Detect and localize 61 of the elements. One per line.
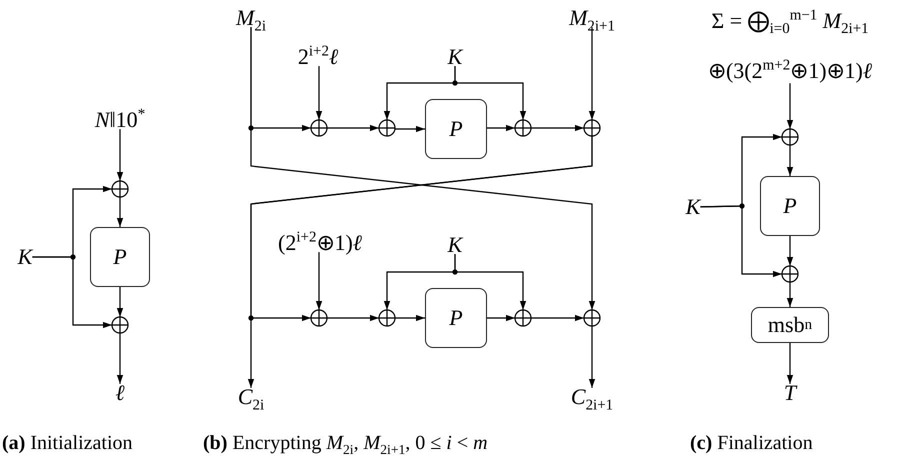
- variable-label: K: [448, 44, 462, 70]
- arrow: [588, 27, 596, 120]
- arrow: [531, 124, 584, 132]
- arrow: [786, 145, 794, 176]
- arrow: [250, 27, 596, 310]
- arrow: [316, 252, 322, 310]
- variable-label: ℓ: [115, 380, 125, 406]
- xor-symbol: [583, 119, 601, 137]
- formula-text: Σ = ⨁$_{i=0}$$^{m−1}$ M$_{2i+1}$: [710, 8, 870, 33]
- arrow: [316, 66, 322, 120]
- permutation-box: P: [760, 176, 820, 236]
- variable-label: K: [686, 194, 700, 220]
- variable-label: K: [18, 244, 32, 270]
- arrow: [454, 254, 526, 310]
- xor-symbol: [111, 316, 129, 334]
- permutation-box: P: [425, 99, 487, 159]
- panel-caption: (a) Initialization: [2, 432, 133, 455]
- arrow: [588, 326, 596, 388]
- variable-label: T: [784, 380, 796, 406]
- xor-symbol: [514, 119, 532, 137]
- panel-caption: (b) Encrypting M$_{2i}$, M$_{2i+1}$, 0 ≤ i < m: [203, 432, 488, 455]
- arrow: [116, 129, 124, 181]
- arrow: [786, 83, 794, 129]
- arrow: [487, 314, 515, 322]
- variable-label: (2$^{i+2}$⊕1)ℓ: [278, 230, 362, 256]
- permutation-box: P: [90, 227, 150, 287]
- arrow: [248, 136, 593, 388]
- variable-label: C$_{2i+1}$: [570, 384, 614, 410]
- variable-label: 2$^{i+2}$ℓ: [298, 44, 338, 70]
- permutation-box: P: [425, 288, 487, 348]
- panel-caption: (c) Finalization: [690, 432, 813, 455]
- arrow: [786, 236, 794, 266]
- variable-label: N‖10$^{*}$: [94, 108, 146, 132]
- arrow: [327, 124, 379, 132]
- xor-symbol: [310, 309, 328, 327]
- arrow: [487, 124, 515, 132]
- xor-symbol: [781, 265, 799, 283]
- arrow: [32, 256, 112, 328]
- xor-symbol: [111, 180, 129, 198]
- arrow: [786, 282, 794, 307]
- arrow: [116, 197, 124, 227]
- variable-label: M$_{2i+1}$: [569, 6, 615, 30]
- variable-label: C$_{2i}$: [238, 384, 264, 410]
- arrow: [395, 126, 425, 132]
- formula-text: ⊕(3(2$^{m+2}$⊕1)⊕1)ℓ: [708, 59, 872, 84]
- arrow: [531, 314, 584, 322]
- arrow: [395, 314, 425, 322]
- xor-symbol: [781, 128, 799, 146]
- xor-symbol: [378, 309, 396, 327]
- xor-symbol: [583, 309, 601, 327]
- variable-label: K: [448, 232, 462, 258]
- arrow: [700, 205, 782, 278]
- arrow: [454, 66, 526, 120]
- variable-label: M$_{2i}$: [236, 6, 266, 30]
- xor-symbol: [378, 119, 396, 137]
- arrow: [116, 287, 124, 317]
- arrow: [327, 314, 379, 322]
- arrow: [786, 343, 794, 384]
- xor-symbol: [514, 309, 532, 327]
- arrow: [116, 333, 124, 384]
- xor-symbol: [310, 119, 328, 137]
